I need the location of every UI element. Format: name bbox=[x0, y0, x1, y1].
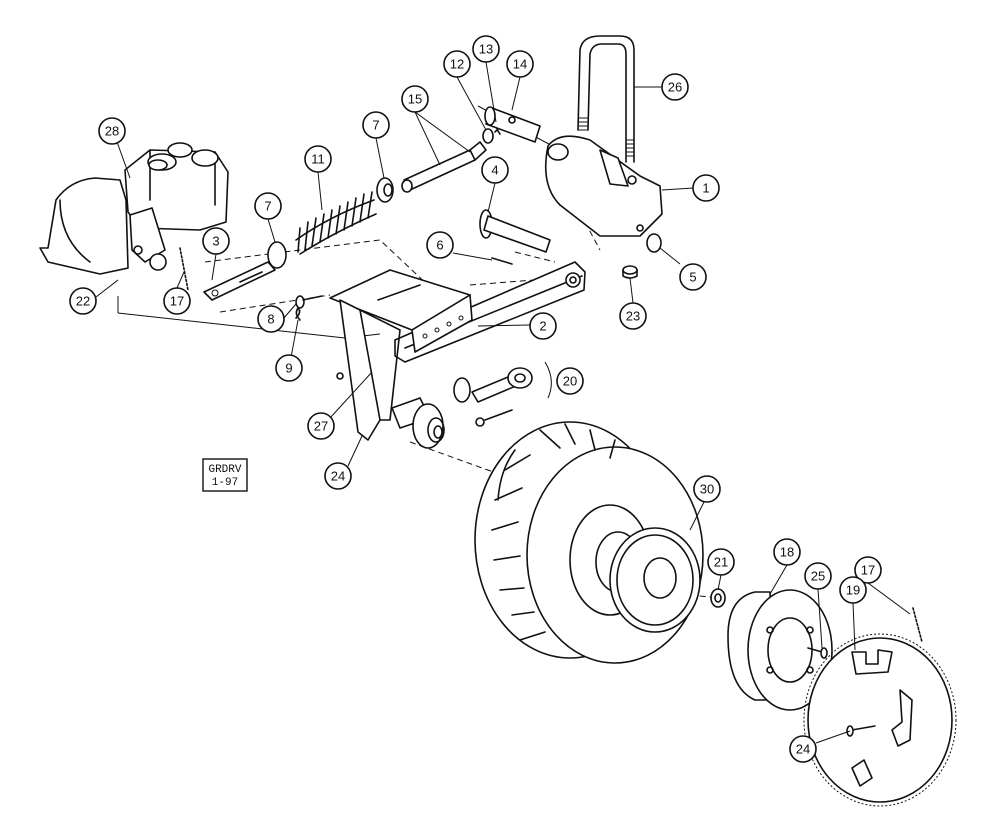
svg-text:13: 13 bbox=[479, 42, 493, 57]
callout-26: 26 bbox=[661, 73, 689, 101]
svg-text:26: 26 bbox=[668, 80, 682, 95]
svg-text:23: 23 bbox=[626, 309, 640, 324]
svg-text:2: 2 bbox=[539, 319, 546, 334]
callout-leaders bbox=[95, 61, 911, 744]
callout-24b: 24 bbox=[789, 735, 817, 763]
spring-rod-part bbox=[203, 261, 276, 301]
svg-text:30: 30 bbox=[700, 482, 714, 497]
pivot-bracket-part bbox=[544, 135, 663, 237]
gearbox-part bbox=[39, 142, 229, 275]
svg-text:1: 1 bbox=[702, 181, 709, 196]
callout-12: 12 bbox=[443, 50, 471, 78]
svg-text:8: 8 bbox=[267, 312, 274, 327]
svg-text:5: 5 bbox=[689, 270, 696, 285]
callout-18: 18 bbox=[773, 538, 801, 566]
svg-text:4: 4 bbox=[491, 163, 498, 178]
u-bolt-part bbox=[577, 35, 635, 163]
callout-23: 23 bbox=[619, 302, 647, 330]
callout-3: 3 bbox=[202, 227, 230, 255]
callout-8: 8 bbox=[257, 305, 285, 333]
svg-text:21: 21 bbox=[714, 555, 728, 570]
svg-text:1-97: 1-97 bbox=[212, 477, 238, 489]
svg-text:24: 24 bbox=[796, 742, 810, 757]
callout-17a: 17 bbox=[163, 287, 191, 315]
callout-28: 28 bbox=[98, 117, 126, 145]
callout-7b: 7 bbox=[362, 111, 390, 139]
svg-text:20: 20 bbox=[563, 374, 577, 389]
axle-part bbox=[391, 397, 445, 449]
callout-24a: 24 bbox=[324, 462, 352, 490]
callout-20: 20 bbox=[556, 367, 584, 395]
bolt-part bbox=[807, 647, 828, 659]
callout-4: 4 bbox=[481, 156, 509, 184]
callout-5: 5 bbox=[679, 263, 707, 291]
callout-7a: 7 bbox=[254, 192, 282, 220]
svg-text:18: 18 bbox=[780, 545, 794, 560]
svg-text:24: 24 bbox=[331, 469, 345, 484]
svg-text:17: 17 bbox=[861, 563, 875, 578]
svg-text:9: 9 bbox=[285, 361, 292, 376]
svg-text:7: 7 bbox=[264, 199, 271, 214]
callout-6: 6 bbox=[426, 231, 454, 259]
bearing-assembly-part bbox=[453, 361, 552, 427]
guide-rod-part bbox=[401, 141, 487, 193]
drawing-tag: GRDRV 1-97 bbox=[202, 458, 248, 492]
svg-text:28: 28 bbox=[105, 124, 119, 139]
callout-1: 1 bbox=[692, 174, 720, 202]
svg-text:7: 7 bbox=[372, 118, 379, 133]
svg-text:17: 17 bbox=[170, 294, 184, 309]
callout-22: 22 bbox=[69, 287, 97, 315]
pivot-shaft-part bbox=[484, 106, 541, 143]
gasket-ring-part bbox=[609, 527, 701, 633]
roll-pin-parts bbox=[179, 247, 923, 643]
compression-spring-part bbox=[295, 191, 377, 255]
callout-11: 11 bbox=[304, 145, 332, 173]
svg-text:25: 25 bbox=[811, 569, 825, 584]
clevis-pin-part bbox=[295, 295, 344, 380]
callout-30: 30 bbox=[693, 475, 721, 503]
svg-text:14: 14 bbox=[513, 57, 527, 72]
callout-2: 2 bbox=[529, 312, 557, 340]
svg-text:6: 6 bbox=[436, 238, 443, 253]
svg-text:22: 22 bbox=[76, 294, 90, 309]
svg-text:27: 27 bbox=[314, 419, 328, 434]
callout-13: 13 bbox=[472, 35, 500, 63]
callout-14: 14 bbox=[506, 50, 534, 78]
svg-text:12: 12 bbox=[450, 57, 464, 72]
svg-text:19: 19 bbox=[846, 583, 860, 598]
callout-9: 9 bbox=[275, 354, 303, 382]
washer-nut-parts bbox=[622, 233, 662, 279]
wheel-hub-part bbox=[727, 589, 833, 711]
callout-25: 25 bbox=[804, 562, 832, 590]
svg-text:15: 15 bbox=[408, 92, 422, 107]
spacer-part bbox=[710, 588, 726, 608]
pivot-pin-part bbox=[479, 209, 551, 265]
callout-21: 21 bbox=[707, 548, 735, 576]
svg-text:GRDRV: GRDRV bbox=[208, 464, 241, 476]
svg-text:11: 11 bbox=[311, 152, 325, 167]
mount-bracket-part bbox=[329, 269, 473, 441]
spring-cup-parts bbox=[267, 177, 394, 269]
drive-sprocket-part bbox=[803, 633, 957, 807]
callout-17b: 17 bbox=[854, 556, 882, 584]
callout-19: 19 bbox=[839, 576, 867, 604]
svg-text:3: 3 bbox=[212, 234, 219, 249]
callout-15: 15 bbox=[401, 85, 429, 113]
callout-27: 27 bbox=[307, 412, 335, 440]
